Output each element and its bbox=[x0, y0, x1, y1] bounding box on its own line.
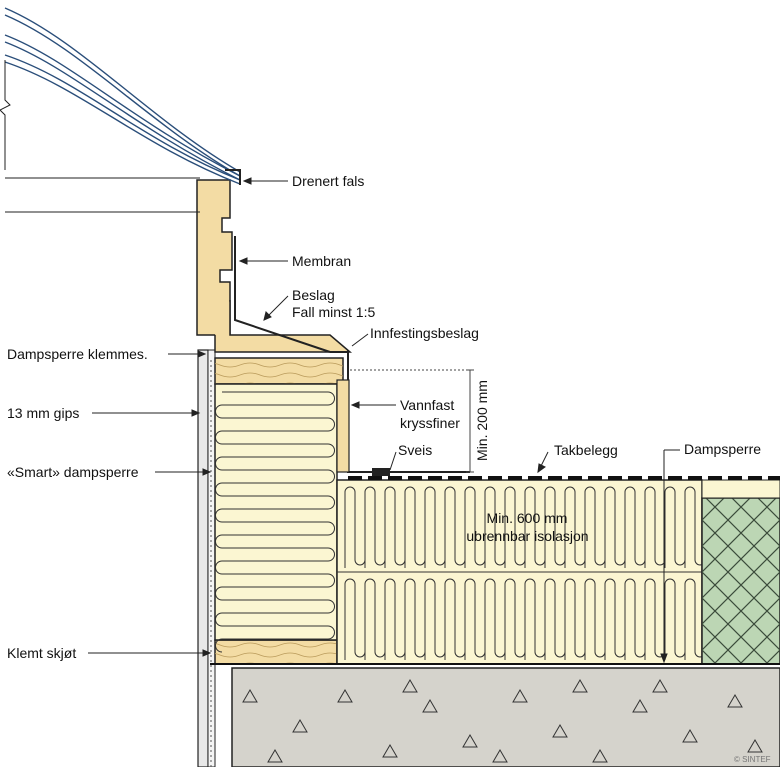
label-sveis: Sveis bbox=[398, 442, 433, 458]
wall-layers bbox=[197, 349, 216, 767]
window-frame-timber bbox=[196, 179, 353, 353]
roof-insulation-fibres-lower bbox=[344, 578, 706, 660]
label-dampsperre-klemmes: Dampsperre klemmes. bbox=[7, 346, 148, 362]
label-dampsperre: Dampsperre bbox=[684, 441, 762, 457]
label-beslag: Beslag bbox=[292, 287, 335, 303]
roof-insulation bbox=[336, 479, 706, 665]
aggregate-mark bbox=[462, 734, 478, 748]
aggregate-mark bbox=[422, 699, 438, 713]
label-innfestingsbeslag: Innfestingsbeslag bbox=[370, 325, 479, 341]
wall-insulation-fibres bbox=[215, 391, 335, 653]
aggregate-mark bbox=[267, 749, 283, 763]
concrete-deck bbox=[231, 667, 780, 767]
dimension-200 bbox=[350, 369, 474, 473]
aggregate-mark bbox=[632, 699, 648, 713]
label-min-200: Min. 200 mm bbox=[473, 380, 490, 461]
label-min-600: Min. 600 mm bbox=[486, 510, 568, 526]
aggregate-mark bbox=[337, 689, 353, 703]
aggregate-mark bbox=[592, 749, 608, 763]
label-klemt-skjot: Klemt skjøt bbox=[7, 645, 77, 661]
roof-membrane bbox=[348, 468, 780, 480]
aggregate-mark bbox=[242, 689, 258, 703]
copyright: © SINTEF bbox=[734, 755, 771, 764]
wall-insulation bbox=[214, 383, 338, 653]
aggregate-mark bbox=[747, 739, 763, 753]
label-smart-dampsperre: «Smart» dampsperre bbox=[7, 464, 139, 480]
label-kryssfiner: kryssfiner bbox=[400, 415, 460, 431]
aggregate-mark bbox=[382, 744, 398, 758]
aggregate-mark bbox=[512, 689, 528, 703]
label-takbelegg: Takbelegg bbox=[554, 442, 618, 458]
aggregate-mark bbox=[572, 679, 588, 693]
aggregate-mark bbox=[727, 694, 743, 708]
aggregate-mark bbox=[402, 679, 418, 693]
label-fall: Fall minst 1:5 bbox=[292, 304, 376, 320]
label-drenert-fals: Drenert fals bbox=[292, 173, 365, 189]
xps-block bbox=[701, 479, 780, 665]
glazing-panes bbox=[4, 7, 241, 185]
plywood bbox=[336, 379, 350, 473]
aggregate-mark bbox=[682, 729, 698, 743]
label-gips: 13 mm gips bbox=[7, 405, 80, 421]
upper-wall-lines bbox=[0, 60, 200, 213]
aggregate-mark bbox=[292, 719, 308, 733]
leader-lines bbox=[88, 177, 680, 664]
bottom-beam bbox=[214, 639, 338, 665]
top-beam bbox=[214, 357, 344, 385]
label-vannfast: Vannfast bbox=[400, 397, 455, 413]
label-membran: Membran bbox=[292, 253, 352, 269]
aggregate-mark bbox=[492, 749, 508, 763]
aggregate-mark bbox=[652, 679, 668, 693]
roof-insulation-fibres-upper bbox=[344, 486, 706, 568]
aggregate-mark bbox=[552, 724, 568, 738]
label-isolasjon: ubrennbar isolasjon bbox=[466, 528, 589, 544]
